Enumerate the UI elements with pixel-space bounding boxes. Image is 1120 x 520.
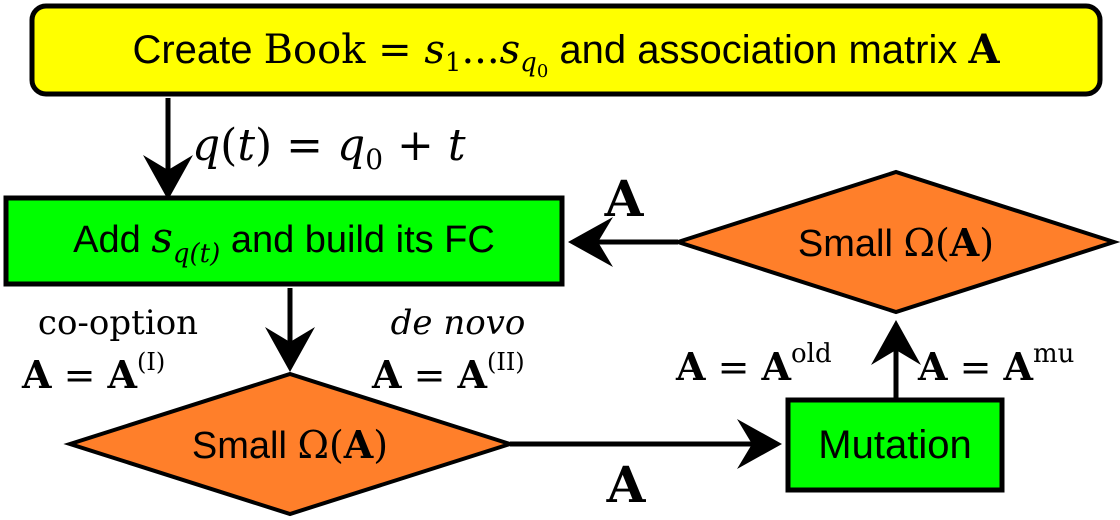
mu-equation: A = Amu: [917, 339, 1074, 389]
add-sequence-box: [3, 195, 565, 287]
create-book-box: [29, 3, 1103, 97]
de-novo-equation: A = A(II): [371, 348, 525, 397]
small-omega-label-bottom: Small Ω(A): [192, 422, 388, 467]
de-novo-label: de novo: [391, 303, 526, 343]
small-omega-diamond-right: [671, 169, 1120, 315]
create-book-label: Create Book = s1...sq0 and association m…: [132, 26, 1000, 82]
co-option-equation: A = A(I): [21, 348, 165, 397]
mutation-box: [785, 397, 1005, 493]
old-equation: A = Aold: [675, 339, 832, 389]
add-sequence-label: Add sq(t) and build its FC: [73, 213, 495, 269]
arrow-label-top: A: [604, 169, 645, 228]
co-option-label: co-option: [38, 303, 198, 343]
q-formula: q(t) = q0 + t: [192, 120, 466, 176]
small-omega-label-right: Small Ω(A): [798, 220, 994, 265]
mutation-label: Mutation: [818, 423, 971, 467]
arrow-label-bottom: A: [606, 455, 647, 514]
